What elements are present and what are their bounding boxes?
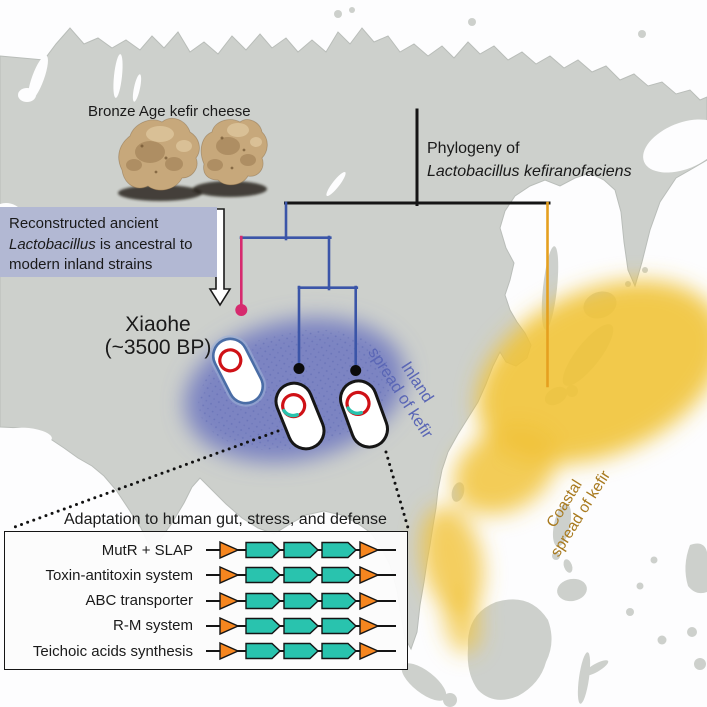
modern-bacterium-left (274, 381, 326, 451)
annotation-line3: modern inland strains (9, 256, 153, 274)
phylogeny-title: Phylogeny of Lactobacillus kefiranofacie… (427, 137, 632, 183)
gene-operon-glyphs (206, 641, 396, 661)
gene-arrow-icon (245, 541, 282, 559)
promoter-triangle-icon (359, 616, 380, 635)
promoter-triangle-icon (219, 591, 240, 610)
acquired-gene-arc (346, 406, 363, 415)
gene-operon-glyphs (206, 566, 396, 585)
modern-strain-node-left (293, 363, 305, 374)
gene-operon-glyphs (206, 540, 396, 560)
gene-rows: MutR + SLAP Toxin-antitoxin system (5, 539, 407, 662)
xiaohe-site-label: Xiaohe (~3500 BP) (94, 313, 222, 359)
gene-operon-glyphs (206, 591, 396, 610)
gene-row: Teichoic acids synthesis (5, 640, 407, 662)
plasmid-ring (218, 348, 243, 373)
promoter-triangle-icon (219, 540, 240, 560)
gene-arrow-icon (321, 642, 358, 660)
promoter-triangle-icon (219, 641, 240, 661)
gene-row-label: Teichoic acids synthesis (32, 642, 193, 660)
coastal-spread-region (420, 280, 707, 654)
borneo-island (467, 599, 552, 700)
modern-bacterium-right (339, 379, 389, 449)
promoter-triangle-icon (359, 540, 380, 560)
gene-row-label: ABC transporter (85, 592, 193, 609)
gene-arrow-icon (245, 617, 282, 634)
ancient-strain-node (235, 304, 248, 316)
luzon-island (552, 503, 572, 547)
phylogeny-species-name: Lactobacillus kefiranofaciens (427, 163, 632, 181)
phylogeny-tree (239, 108, 551, 388)
gene-row: ABC transporter (5, 590, 407, 612)
gene-arrow-icon (321, 541, 358, 559)
bronze-age-cheese-label: Bronze Age kefir cheese (88, 103, 251, 120)
annotation-line1: Reconstructed ancient (9, 215, 159, 232)
gene-box-title: Adaptation to human gut, stress, and def… (64, 511, 387, 528)
sulawesi-island (577, 652, 591, 704)
promoter-triangle-icon (219, 616, 240, 635)
gene-box-leader-lines (10, 429, 410, 530)
gene-row-label: Toxin-antitoxin system (45, 566, 193, 584)
gene-arrow-icon (321, 592, 358, 609)
gene-arrow-icon (283, 642, 320, 660)
promoter-triangle-icon (359, 641, 380, 661)
xiaohe-name: Xiaohe (125, 313, 191, 336)
gene-arrow-icon (321, 567, 358, 584)
gene-arrow-icon (283, 617, 320, 634)
modern-strain-node-right (350, 365, 362, 376)
promoter-triangle-icon (359, 591, 380, 610)
sumatra-island (401, 663, 447, 701)
promoter-triangle-icon (219, 566, 240, 585)
gene-operon-glyphs (206, 616, 396, 635)
annotation-line2-rest: is ancestral to (95, 235, 193, 253)
gene-arrow-icon (283, 567, 320, 584)
ancestry-arrow-icon (208, 208, 232, 307)
gene-row-label: R-M system (113, 617, 193, 635)
ancient-bacterium (209, 335, 267, 407)
gene-arrow-icon (321, 617, 358, 634)
gene-arrow-icon (283, 592, 320, 609)
ancestry-annotation-box: Reconstructed ancient Lactobacillus is a… (0, 207, 217, 277)
leader-line-right (384, 450, 410, 530)
cheese-photo (118, 118, 268, 201)
gene-arrow-icon (245, 567, 282, 584)
gene-arrow-icon (245, 592, 282, 609)
xiaohe-age: (~3500 BP) (104, 336, 212, 359)
gene-row-label: MutR + SLAP (101, 541, 193, 559)
gene-adaptation-box: MutR + SLAP Toxin-antitoxin system (4, 531, 408, 670)
gene-row: Toxin-antitoxin system (5, 564, 407, 586)
acquired-gene-arc (282, 408, 299, 418)
promoter-triangle-icon (359, 566, 380, 585)
leader-line-left (10, 429, 280, 530)
annotation-species-italic: Lactobacillus (9, 235, 96, 253)
gene-row: MutR + SLAP (5, 539, 407, 561)
phylogeny-title-line1: Phylogeny of (427, 140, 520, 157)
mindanao-island (557, 578, 587, 602)
gene-arrow-icon (283, 541, 320, 559)
gene-row: R-M system (5, 615, 407, 637)
gene-arrow-icon (245, 642, 282, 660)
